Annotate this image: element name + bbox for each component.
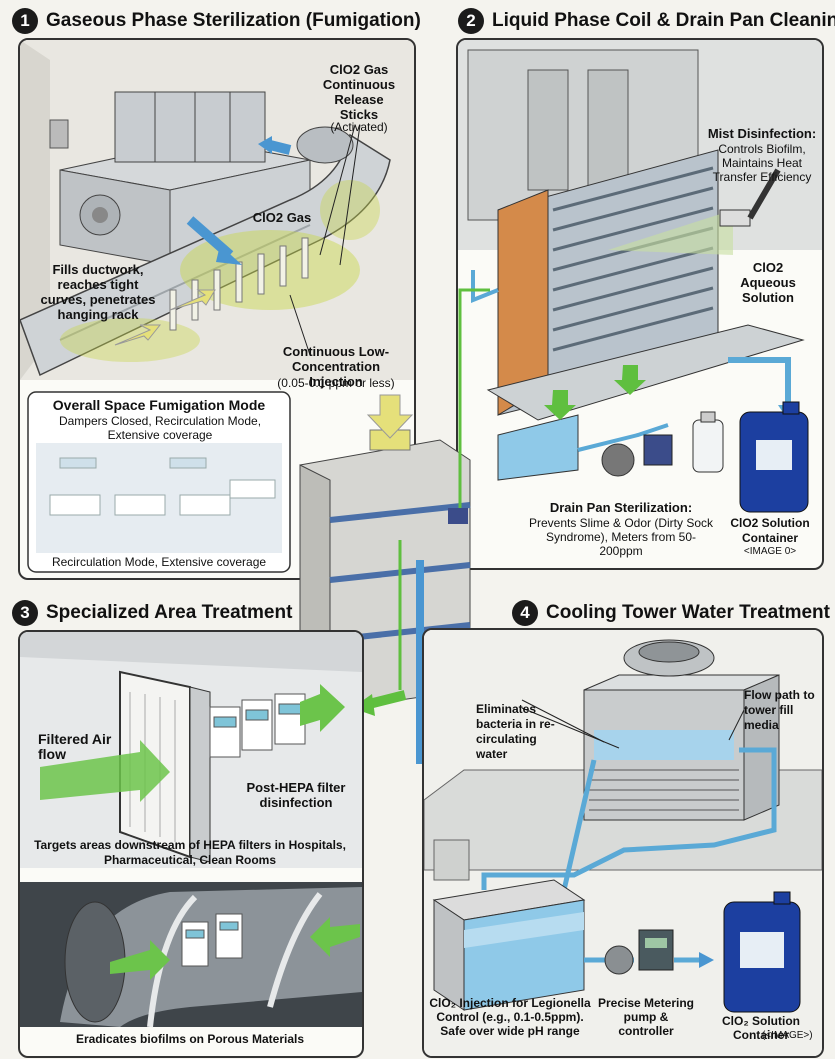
cooling-container-label: ClO₂ Solution Container — [722, 1014, 800, 1042]
section-3-title: Specialized Area Treatment — [46, 602, 293, 623]
jerrycan-icon — [723, 891, 801, 1013]
gas-label: ClO2 Gas — [252, 210, 312, 225]
section-1-panel: ClO2 Gas Continuous Release Sticks (Acti… — [18, 38, 416, 580]
mist-title: Mist Disinfection: — [707, 126, 817, 141]
section-3-header: 3 Specialized Area Treatment — [12, 600, 292, 626]
aqueous-label: ClO2 Aqueous Solution — [740, 260, 796, 305]
section-2-header: 2 Liquid Phase Coil & Drain Pan Cleaning — [458, 8, 835, 34]
pump-icon — [601, 434, 673, 477]
section-2-panel: Mist Disinfection: Controls Biofilm, Mai… — [456, 38, 824, 570]
mode-subtitle: Dampers Closed, Recirculation Mode, Exte… — [58, 414, 262, 442]
mode-footer: Recirculation Mode, Extensive coverage — [51, 555, 267, 569]
section-1-number-badge: 1 — [12, 8, 38, 34]
bottle-icon — [692, 411, 724, 473]
jerrycan-icon — [739, 401, 809, 513]
section-4-header: 4 Cooling Tower Water Treatment — [512, 600, 830, 626]
injection-range-label: (0.05-0.1 ppm or less) — [277, 376, 395, 390]
duct-icon — [20, 126, 391, 377]
coil-cleaning-illustration — [458, 40, 822, 513]
bacteria-label: Eliminates bacteria in re-circulating wa… — [476, 702, 555, 761]
drain-title: Drain Pan Sterilization: — [549, 500, 693, 515]
drain-subtitle: Prevents Slime & Odor (Dirty Sock Syndro… — [528, 516, 714, 558]
specialized-area-illustration — [20, 632, 362, 1028]
hospital-room-icon — [49, 457, 276, 516]
section-4-panel: Eliminates bacteria in re-circulating wa… — [422, 628, 824, 1058]
fumigation-illustration — [20, 40, 414, 573]
targets-label: Targets areas downstream of HEPA filters… — [34, 838, 346, 867]
section-2-number-badge: 2 — [458, 8, 484, 34]
section-4-title: Cooling Tower Water Treatment — [546, 602, 830, 623]
airflow-arrow-icon — [40, 740, 170, 802]
metering-pump-label: Precise Metering pump & controller — [597, 996, 695, 1038]
hepa-label: Post-HEPA filter disinfection — [246, 780, 346, 810]
biofilm-label: Eradicates biofilms on Porous Materials — [75, 1032, 305, 1046]
mist-subtitle: Controls Biofilm, Maintains Heat Transfe… — [712, 142, 812, 184]
cooling-tower-illustration — [424, 630, 822, 1056]
container-label: ClO2 Solution Container — [730, 516, 810, 545]
section-1-title: Gaseous Phase Sterilization (Fumigation) — [46, 10, 421, 31]
section-3-panel: Filtered Air flow Post-HEPA filter disin… — [18, 630, 364, 1058]
cooling-injection-label: ClO₂ Injection for Legionella Control (e… — [429, 996, 591, 1038]
section-3-number-badge: 3 — [12, 600, 38, 626]
pump-icon — [604, 929, 674, 975]
flow-path-label: Flow path to tower fill media — [744, 688, 815, 732]
injection-label: Continuous Low-Concentration Injection — [282, 344, 390, 389]
section-1-header: 1 Gaseous Phase Sterilization (Fumigatio… — [12, 8, 421, 34]
section-2-title: Liquid Phase Coil & Drain Pan Cleaning — [492, 10, 835, 31]
sticks-label: ClO2 Gas Continuous Release Sticks — [322, 62, 396, 122]
cooling-container-tag: (<IMAGE>) — [762, 1030, 813, 1041]
container-tag: <IMAGE 0> — [743, 546, 797, 557]
mode-title: Overall Space Fumigation Mode — [52, 397, 266, 413]
sticks-sub-label: (Activated) — [330, 120, 388, 134]
fan-icon — [623, 639, 715, 677]
section-4-number-badge: 4 — [512, 600, 538, 626]
fills-label: Fills ductwork, reaches tight curves, pe… — [40, 262, 156, 322]
airflow-label: Filtered Air flow — [38, 731, 112, 762]
spray-nozzle-icon — [719, 168, 781, 227]
